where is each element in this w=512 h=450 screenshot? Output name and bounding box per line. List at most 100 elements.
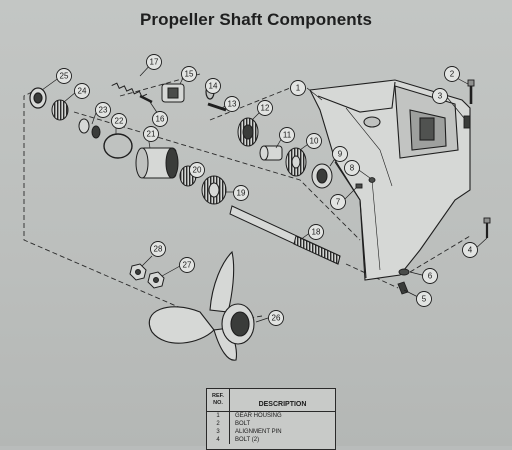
callout-21: 21 — [143, 126, 159, 142]
svg-text:15: 15 — [185, 70, 194, 79]
callout-4: 4 — [462, 242, 478, 258]
page-title: Propeller Shaft Components — [139, 10, 373, 29]
callout-9: 9 — [332, 146, 348, 162]
callout-25: 25 — [56, 68, 72, 84]
callout-18: 18 — [308, 224, 324, 240]
description-header: DESCRIPTION — [258, 401, 307, 408]
svg-text:21: 21 — [147, 130, 156, 139]
ref-header-line2: NO. — [213, 400, 223, 406]
callout-11: 11 — [279, 127, 295, 143]
description: GEAR HOUSING — [235, 413, 282, 419]
svg-text:8: 8 — [350, 164, 355, 173]
seal-25 — [29, 87, 47, 109]
propeller-shaft-18 — [229, 205, 341, 265]
callout-17: 17 — [146, 54, 162, 70]
callout-16: 16 — [152, 111, 168, 127]
callout-7: 7 — [330, 194, 346, 210]
parts-table: REF. NO. DESCRIPTION 1 GEAR HOUSING 2 BO… — [206, 388, 336, 450]
callout-13: 13 — [224, 96, 240, 112]
table-row: 4 BOLT (2) — [207, 436, 335, 444]
ref-no: 3 — [207, 428, 230, 436]
nut-27 — [147, 271, 165, 289]
ref-no: 2 — [207, 420, 230, 428]
callout-20: 20 — [189, 162, 205, 178]
callout-22: 22 — [111, 113, 127, 129]
nut-28 — [129, 263, 147, 281]
callout-23: 23 — [95, 102, 111, 118]
svg-text:1: 1 — [296, 84, 301, 93]
svg-text:4: 4 — [468, 246, 473, 255]
callout-8: 8 — [344, 160, 360, 176]
parts-table-header: REF. NO. DESCRIPTION — [207, 389, 335, 412]
svg-text:20: 20 — [193, 166, 202, 175]
spring-17 — [111, 82, 148, 98]
gear-housing — [309, 79, 471, 281]
svg-text:17: 17 — [150, 58, 159, 67]
gear-12 — [237, 117, 259, 147]
svg-text:7: 7 — [336, 198, 341, 207]
bolt-4 — [483, 217, 491, 238]
clutch-15 — [161, 83, 185, 103]
gear-10 — [285, 147, 307, 177]
ref-header-line1: REF. — [212, 393, 224, 399]
callout-5: 5 — [416, 291, 432, 307]
bearing-9 — [311, 163, 333, 189]
description: ALIGNMENT PIN — [235, 429, 282, 435]
gear-24 — [51, 99, 69, 121]
ref-no-header: REF. NO. — [207, 389, 230, 411]
callout-19: 19 — [233, 185, 249, 201]
svg-text:16: 16 — [156, 115, 165, 124]
svg-text:26: 26 — [272, 314, 281, 323]
propeller-26 — [148, 250, 255, 361]
svg-text:25: 25 — [60, 72, 69, 81]
svg-text:5: 5 — [422, 295, 427, 304]
svg-text:19: 19 — [237, 189, 246, 198]
callout-1: 1 — [290, 80, 306, 96]
bushing-11 — [259, 145, 283, 161]
bolt-2 — [467, 79, 475, 104]
svg-text:28: 28 — [154, 245, 163, 254]
svg-text:11: 11 — [283, 131, 292, 140]
svg-text:9: 9 — [338, 150, 343, 159]
o-ring-22 — [103, 133, 133, 159]
callout-28: 28 — [150, 241, 166, 257]
svg-text:12: 12 — [261, 104, 270, 113]
svg-text:27: 27 — [183, 261, 192, 270]
ref-no: 4 — [207, 436, 230, 444]
svg-text:2: 2 — [450, 70, 455, 79]
pin-13 — [207, 102, 227, 112]
washers-23 — [78, 118, 101, 139]
pin-16 — [139, 94, 153, 104]
svg-text:6: 6 — [428, 272, 433, 281]
callout-10: 10 — [306, 133, 322, 149]
alignment-pin-3 — [463, 115, 471, 129]
bearing-carrier-21 — [135, 147, 179, 179]
svg-text:18: 18 — [312, 228, 321, 237]
svg-text:22: 22 — [115, 117, 124, 126]
callout-26: 26 — [268, 310, 284, 326]
callout-24: 24 — [74, 83, 90, 99]
callout-3: 3 — [432, 88, 448, 104]
table-row: 3 ALIGNMENT PIN — [207, 428, 335, 436]
table-row: 1 GEAR HOUSING — [207, 412, 335, 420]
callout-2: 2 — [444, 66, 460, 82]
callouts: 1 2 3 4 5 6 7 8 9 10 11 12 13 14 15 16 1… — [56, 54, 478, 326]
description: BOLT (2) — [235, 437, 260, 443]
svg-text:3: 3 — [438, 92, 443, 101]
svg-text:24: 24 — [78, 87, 87, 96]
callout-27: 27 — [179, 257, 195, 273]
svg-text:23: 23 — [99, 106, 108, 115]
description: BOLT — [235, 421, 251, 427]
gear-19 — [201, 175, 227, 205]
svg-text:13: 13 — [228, 100, 237, 109]
callout-14: 14 — [205, 78, 221, 94]
svg-text:10: 10 — [310, 137, 319, 146]
ref-no: 1 — [207, 412, 230, 420]
callout-12: 12 — [257, 100, 273, 116]
table-row: 2 BOLT — [207, 420, 335, 428]
callout-6: 6 — [422, 268, 438, 284]
callout-15: 15 — [181, 66, 197, 82]
svg-text:14: 14 — [209, 82, 218, 91]
